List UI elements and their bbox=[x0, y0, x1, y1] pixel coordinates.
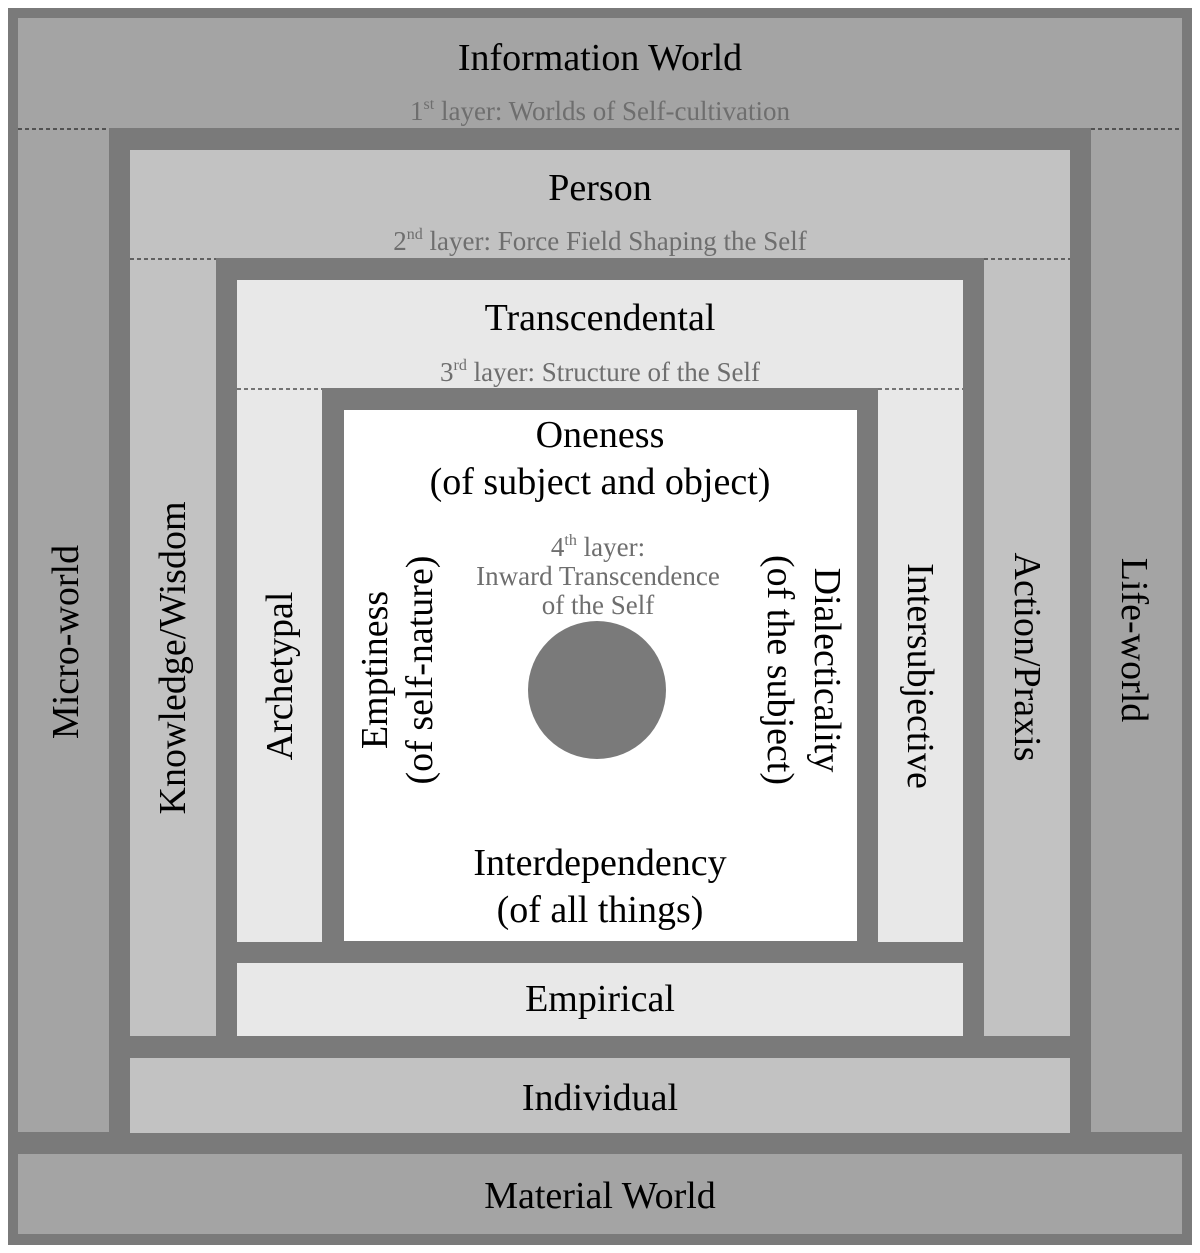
layer1-bottom-panel bbox=[18, 1154, 1182, 1234]
oneness-label: Oneness bbox=[536, 414, 665, 456]
layer2-bottom-panel bbox=[130, 1058, 1070, 1133]
layer4-caption-line3: of the Self bbox=[542, 590, 654, 620]
interdependency-sublabel: (of all things) bbox=[497, 889, 704, 931]
emptiness-label: Emptiness bbox=[354, 591, 396, 749]
layer3-caption: 3rd layer: Structure of the Self bbox=[440, 357, 760, 387]
layer2-top-panel bbox=[130, 150, 1070, 258]
information-world-label: Information World bbox=[458, 37, 742, 79]
layer4-caption: 4th layer: bbox=[551, 532, 645, 562]
layer2-left-panel bbox=[130, 258, 216, 1036]
dialecticality-label: Dialecticality bbox=[806, 568, 848, 773]
layer3-bottom-panel bbox=[237, 963, 963, 1036]
interdependency-label: Interdependency bbox=[473, 842, 726, 884]
life-world-label: Life-world bbox=[1113, 558, 1155, 723]
empirical-label: Empirical bbox=[525, 978, 675, 1020]
center-dot bbox=[528, 621, 666, 759]
layer3-top-panel bbox=[237, 280, 963, 388]
layer1-caption: 1st layer: Worlds of Self-cultivation bbox=[410, 96, 790, 126]
knowledge-wisdom-label: Knowledge/Wisdom bbox=[152, 502, 194, 815]
oneness-sublabel: (of subject and object) bbox=[430, 461, 771, 503]
layer2-caption: 2nd layer: Force Field Shaping the Self bbox=[393, 226, 806, 256]
person-label: Person bbox=[548, 167, 651, 209]
layer3-right-panel bbox=[878, 388, 963, 942]
action-praxis-label: Action/Praxis bbox=[1006, 553, 1048, 762]
layer2-right-panel bbox=[984, 258, 1070, 1036]
intersubjective-label: Intersubjective bbox=[899, 563, 941, 789]
layer4-caption-line2: Inward Transcendence bbox=[476, 561, 720, 591]
emptiness-sublabel: (of self-nature) bbox=[399, 556, 441, 785]
individual-label: Individual bbox=[522, 1077, 678, 1119]
layer3-left-panel bbox=[237, 388, 322, 942]
material-world-label: Material World bbox=[484, 1175, 716, 1217]
layer1-left-panel bbox=[18, 128, 109, 1132]
layer1-top-panel bbox=[18, 18, 1182, 128]
dialecticality-sublabel: (of the subject) bbox=[759, 555, 801, 785]
archetypal-label: Archetypal bbox=[259, 592, 301, 761]
layer1-right-panel bbox=[1091, 128, 1182, 1132]
transcendental-label: Transcendental bbox=[485, 297, 716, 339]
micro-world-label: Micro-world bbox=[45, 545, 87, 739]
